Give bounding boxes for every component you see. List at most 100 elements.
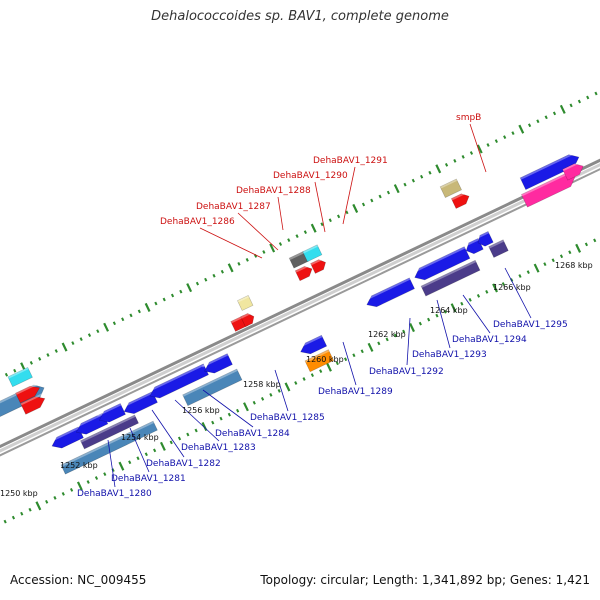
gene-highlight [121, 391, 154, 409]
tick-outer [403, 182, 407, 187]
gene-highlight [562, 160, 582, 172]
gene-arrow [300, 334, 328, 355]
leader-line [462, 294, 491, 334]
tick-inner [409, 323, 415, 333]
gene-arrow [75, 412, 109, 435]
tick-outer [287, 238, 291, 242]
gene-arrow [149, 363, 209, 399]
leader-line [199, 227, 263, 259]
tick-inner [20, 511, 24, 516]
tick-inner [310, 373, 314, 377]
tick-inner [485, 290, 489, 294]
leader-line [342, 341, 357, 386]
tick-outer [411, 178, 415, 183]
tick-outer [220, 269, 224, 274]
gene-label-reverse: DehaBAV1_1285 [250, 413, 325, 423]
tick-outer [320, 222, 324, 227]
tick-inner [492, 283, 499, 293]
tick-outer [544, 115, 548, 120]
gene-feature [475, 231, 494, 247]
gene-label-reverse: DehaBAV1_1280 [77, 489, 152, 499]
gene-feature [80, 414, 139, 450]
tick-outer [303, 230, 307, 235]
tick-inner [86, 480, 90, 484]
tick-inner [593, 238, 597, 243]
gene-arrow [414, 246, 471, 281]
tick-outer [96, 329, 100, 334]
tick-outer [435, 164, 442, 174]
leader-line [436, 299, 451, 349]
tick-inner [294, 381, 298, 385]
tick-inner [352, 353, 356, 358]
gene-highlight [61, 421, 154, 467]
gene-arrow [20, 396, 46, 415]
tick-outer [469, 151, 474, 155]
gene-label-forward: DehaBAV1_1288 [236, 186, 311, 196]
gene-arrow [521, 173, 576, 208]
gene-label-reverse: DehaBAV1_1294 [452, 335, 527, 345]
kbp-label: 1258 kbp [243, 380, 281, 389]
leader-line [504, 267, 532, 319]
tick-inner [319, 369, 323, 373]
tick-outer [361, 202, 366, 207]
kbp-label: 1254 kbp [121, 433, 159, 442]
tick-inner [468, 297, 472, 302]
tick-inner [518, 274, 522, 278]
kbp-label: 1268 kbp [555, 261, 593, 270]
gene-label-reverse: DehaBAV1_1282 [146, 459, 221, 469]
gene-label-forward: DehaBAV1_1291 [313, 156, 388, 166]
gene-feature [20, 393, 46, 415]
tick-inner [575, 243, 582, 253]
tick-outer [269, 243, 276, 253]
tick-outer [13, 368, 17, 373]
tick-inner [159, 441, 166, 451]
gene-box [302, 244, 323, 263]
gene-label-reverse: DehaBAV1_1284 [215, 429, 290, 439]
gene-box [439, 178, 462, 198]
gene-label-reverse: DehaBAV1_1293 [412, 350, 487, 360]
topology-text: Topology: circular; Length: 1,341,892 bp… [260, 573, 590, 587]
tick-inner [118, 461, 125, 471]
gene-arrow [519, 154, 580, 191]
gene-feature [439, 178, 462, 198]
tick-inner [169, 440, 173, 445]
tick-inner [69, 488, 74, 492]
gene-arrow [310, 259, 326, 274]
gene-feature [364, 277, 415, 308]
tick-inner [76, 481, 83, 491]
gene-highlight [96, 403, 122, 417]
gene-highlight [488, 239, 504, 249]
tick-outer [186, 283, 193, 293]
tick-outer [527, 123, 532, 128]
tick-inner [377, 341, 381, 346]
tick-outer [518, 124, 525, 134]
leader-line [342, 166, 356, 225]
tick-outer [337, 214, 341, 219]
tick-outer [278, 242, 283, 246]
tick-inner [526, 270, 530, 274]
tick-outer [61, 342, 68, 352]
tick-outer [352, 203, 359, 213]
tick-outer [444, 162, 449, 167]
leader-line [237, 212, 279, 251]
tick-inner [476, 293, 481, 298]
gene-label-forward: DehaBAV1_1290 [273, 171, 348, 181]
tick-outer [393, 184, 400, 194]
leader-line [469, 123, 487, 173]
tick-inner [501, 282, 505, 286]
gene-highlight [147, 363, 205, 393]
kbp-label: 1264 kbp [430, 306, 468, 315]
gene-feature [411, 246, 471, 281]
gene-highlight [298, 335, 323, 349]
gene-box [288, 250, 309, 269]
gene-highlight [7, 367, 29, 379]
tick-inner [568, 250, 572, 255]
gene-highlight [237, 295, 250, 303]
gene-feature [420, 259, 481, 297]
tick-outer [453, 159, 457, 163]
tick-outer [179, 289, 183, 294]
tick-inner [144, 452, 148, 457]
leader-line [406, 317, 411, 366]
tick-outer [345, 210, 349, 215]
